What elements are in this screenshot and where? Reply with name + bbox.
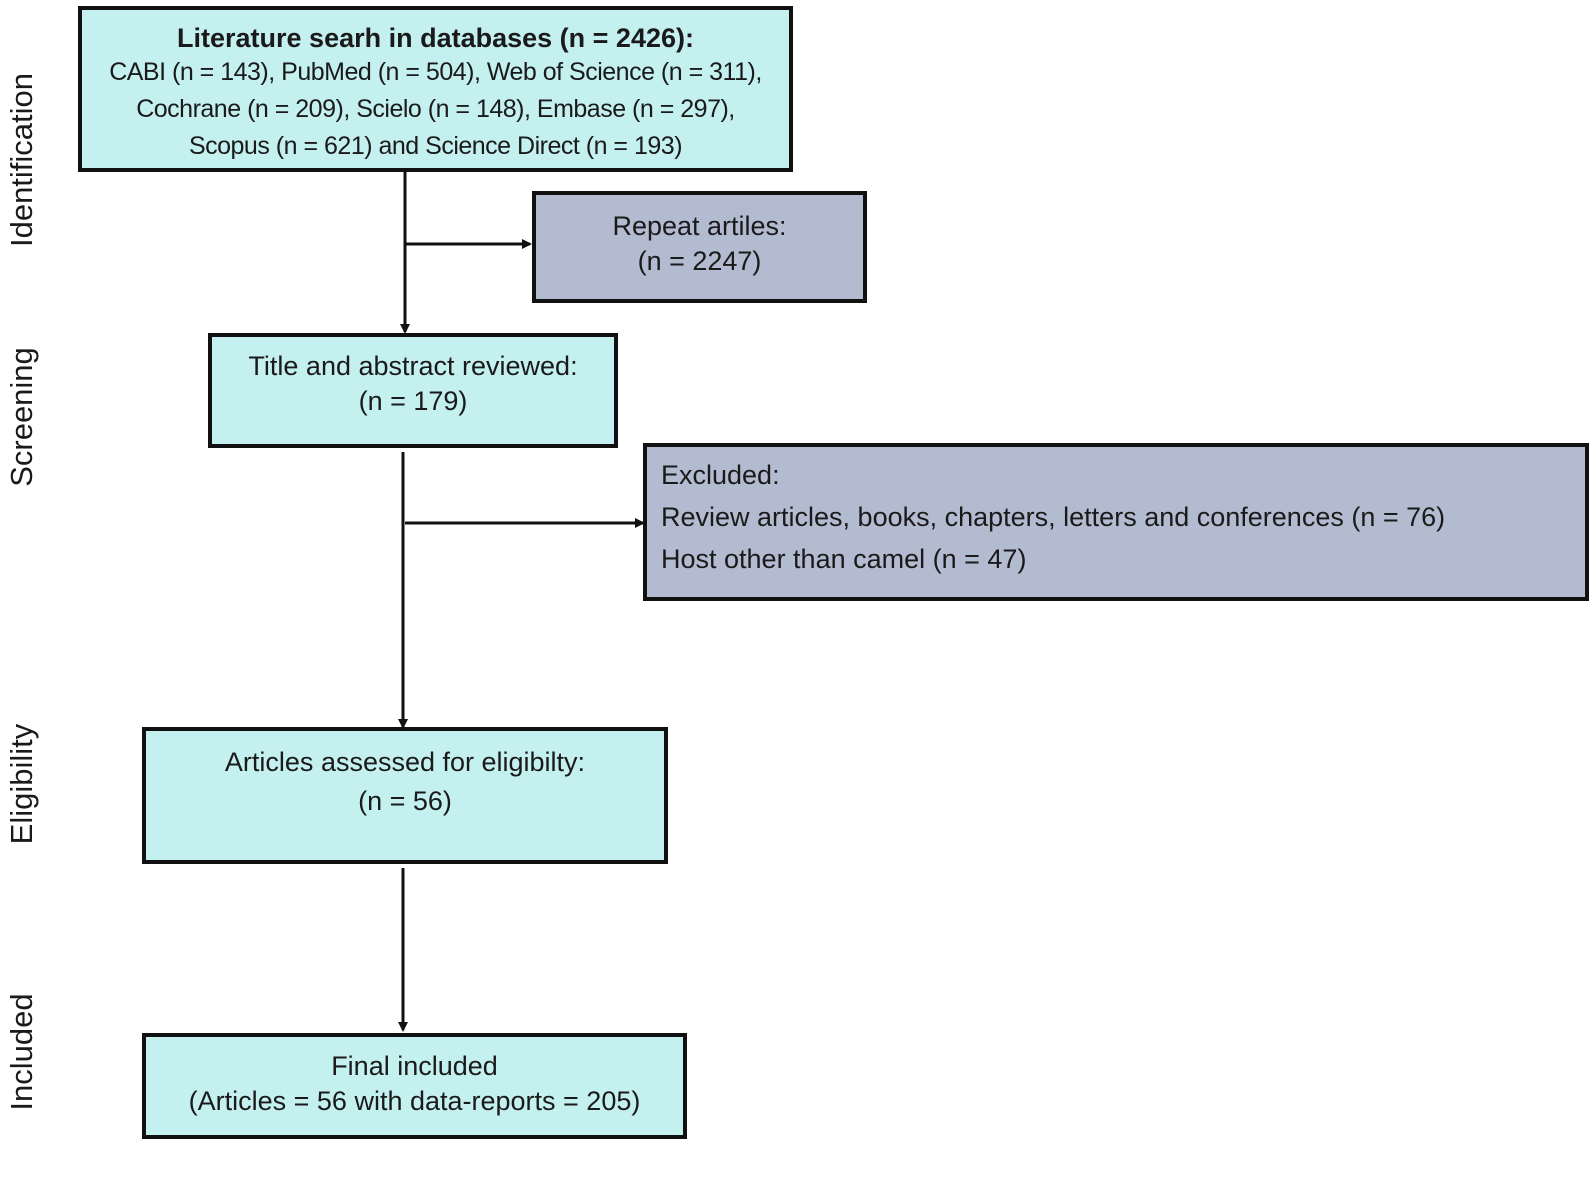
- eligibility-count: (n = 56): [358, 786, 452, 816]
- eligibility-label: Articles assessed for eligibilty:: [224, 747, 586, 777]
- search-detail-line: CABI (n = 143), PubMed (n = 504), Web of…: [109, 58, 762, 86]
- repeat-count: (n = 2247): [637, 246, 762, 276]
- excluded-reason: Host other than camel (n = 47): [661, 544, 1027, 574]
- search-box: Literature searh in databases (n = 2426)…: [78, 6, 793, 172]
- repeat-label: Repeat artiles:: [612, 211, 787, 241]
- search-detail-line: Scopus (n = 621) and Science Direct (n =…: [188, 132, 683, 160]
- excluded-reason: Review articles, books, chapters, letter…: [661, 502, 1446, 532]
- flow-connectors: [398, 171, 645, 1032]
- included-count: (Articles = 56 with data-reports = 205): [188, 1086, 641, 1116]
- screened-label: Title and abstract reviewed:: [248, 351, 578, 381]
- excluded-box: Excluded: Review articles, books, chapte…: [643, 443, 1589, 601]
- screened-box: Title and abstract reviewed: (n = 179): [208, 333, 618, 448]
- eligibility-box: Articles assessed for eligibilty: (n = 5…: [142, 727, 668, 864]
- screened-count: (n = 179): [358, 386, 468, 416]
- included-box: Final included (Articles = 56 with data-…: [142, 1033, 687, 1139]
- search-heading: Literature searh in databases (n = 2426)…: [177, 23, 694, 53]
- search-detail-line: Cochrane (n = 209), Scielo (n = 148), Em…: [136, 95, 735, 123]
- included-label: Final included: [331, 1051, 498, 1081]
- excluded-heading: Excluded:: [661, 460, 780, 490]
- repeat-box: Repeat artiles: (n = 2247): [532, 191, 867, 303]
